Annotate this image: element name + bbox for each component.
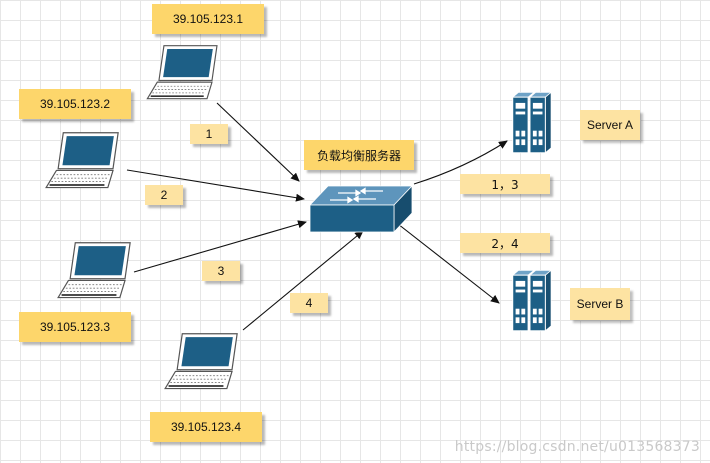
server-rack-icon bbox=[512, 270, 552, 332]
arrow-client1-to-balancer bbox=[216, 102, 300, 182]
route-label-server-b: 2，4 bbox=[460, 233, 550, 253]
laptop-icon bbox=[146, 44, 218, 100]
client-ip-note-3: 39.105.123.3 bbox=[19, 312, 131, 342]
arrow-client3-to-balancer bbox=[133, 220, 307, 273]
request-label-4: 4 bbox=[290, 293, 328, 313]
request-label-3: 3 bbox=[202, 261, 240, 281]
laptop-icon bbox=[57, 241, 132, 299]
arrow-balancer-to-server-a bbox=[413, 140, 508, 185]
server-b-label: Server B bbox=[570, 288, 630, 320]
arrow-client4-to-balancer bbox=[242, 230, 364, 331]
laptop-icon bbox=[45, 131, 120, 189]
client-ip-note-1: 39.105.123.1 bbox=[152, 4, 264, 34]
connection-arrows bbox=[126, 102, 508, 331]
server-rack-icon bbox=[512, 92, 552, 154]
request-label-2: 2 bbox=[145, 185, 183, 205]
server-a-label: Server A bbox=[580, 110, 640, 140]
client-ip-note-4: 39.105.123.4 bbox=[150, 412, 262, 442]
arrow-client2-to-balancer bbox=[126, 169, 305, 202]
laptop-icon bbox=[164, 332, 239, 390]
client-ip-note-2: 39.105.123.2 bbox=[19, 89, 131, 119]
arrow-balancer-to-server-b bbox=[397, 223, 500, 304]
route-label-server-a: 1，3 bbox=[460, 174, 550, 194]
load-balancer-label: 负载均衡服务器 bbox=[304, 140, 414, 170]
request-label-1: 1 bbox=[190, 124, 228, 144]
network-switch-icon bbox=[309, 184, 413, 234]
watermark-text: https://blog.csdn.net/u013568373 bbox=[454, 439, 700, 455]
